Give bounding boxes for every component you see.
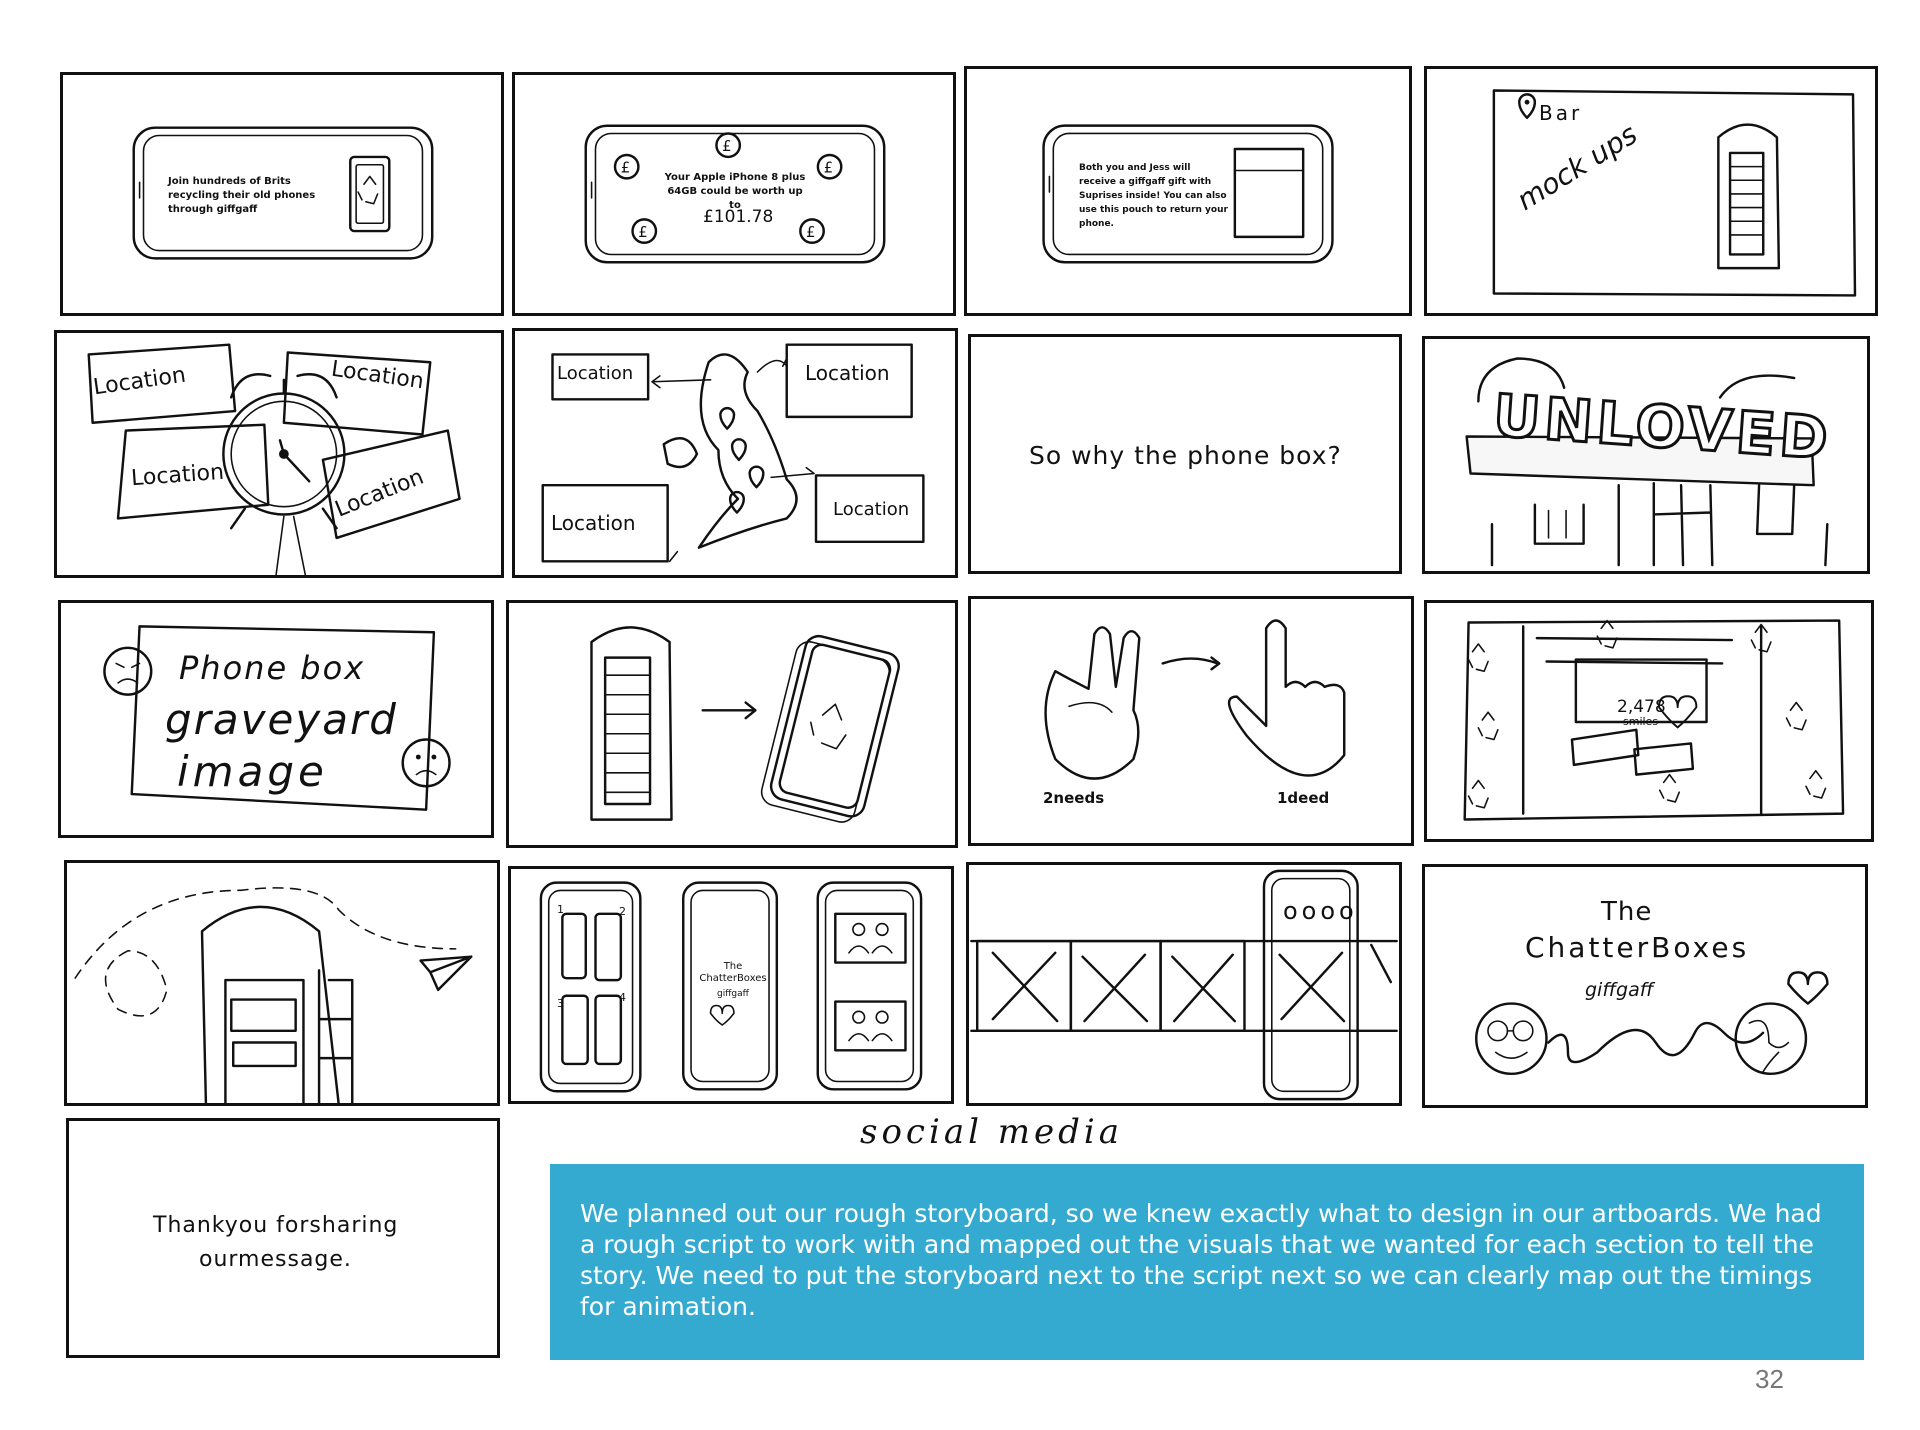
location-pin-icon [1518, 93, 1537, 120]
storyboard-frame-12: 2,478 smiles [1424, 600, 1874, 842]
sad-face-icon [401, 738, 451, 788]
location-pin-icon [748, 465, 765, 489]
storyboard-frame-2: £ £ £ £ £ Your Apple iPhone 8 plus 64GB … [512, 72, 956, 316]
storyboard-frame-11: 2needs 1deed [968, 596, 1414, 846]
frame-2-text: Your Apple iPhone 8 plus 64GB could be w… [664, 172, 806, 211]
frame-4-pin-label: Bar [1539, 101, 1583, 125]
frame-14-center-title: The ChatterBoxes [699, 961, 767, 984]
location-pin-icon [719, 406, 736, 430]
location-pin-icon [730, 438, 747, 462]
alarm-clock-sketch [222, 373, 346, 530]
iphone-sketch [682, 881, 779, 1091]
caption-text: We planned out our rough storyboard, so … [580, 1199, 1822, 1321]
frame-16-line-2: ChatterBoxes [1525, 931, 1750, 964]
frame-14-center-brand: giffgaff [717, 989, 749, 999]
frame-14-phone-number-1: 1 [557, 903, 564, 916]
social-media-label: social media [860, 1112, 1124, 1152]
iphone-sketch [539, 881, 642, 1093]
paper-plane-icon [419, 955, 473, 992]
uk-map-sketch [662, 353, 798, 549]
svg-text:£: £ [638, 224, 647, 241]
storyboard-frame-17: Thankyou forsharing ourmessage. [66, 1118, 500, 1358]
frame-3-text: Both you and Jess will receive a giffgaf… [1079, 163, 1228, 229]
storyboard-frame-1: Join hundreds of Brits recycling their o… [60, 72, 504, 316]
globe-icon [1734, 1002, 1808, 1076]
frame-9-line-1: Phone box [179, 649, 366, 687]
recycle-icon [1596, 619, 1618, 649]
storyboard-frame-16: The ChatterBoxes giffgaff [1422, 864, 1868, 1108]
recycle-icon [1467, 779, 1489, 809]
frame-17-text-line-2: ourmessage. [199, 1247, 352, 1272]
svg-text:£: £ [806, 224, 815, 241]
frame-15-dots: oooo [1283, 897, 1358, 925]
storyboard-frame-5: Location Location Location Location [54, 330, 504, 578]
storyboard-frame-8: UNLOVED [1422, 336, 1870, 574]
svg-text:£: £ [722, 138, 731, 155]
storyboard-frame-4: Bar mock ups [1424, 66, 1878, 316]
frame-14-phone-number-4: 4 [619, 991, 626, 1004]
heart-icon [1657, 695, 1698, 729]
frame-14-phone-number-2: 2 [619, 905, 626, 918]
storyboard-frame-6: Location Location Location Location [512, 328, 958, 578]
smiley-glasses-icon [1475, 1002, 1548, 1076]
iphone-sketch [1042, 124, 1334, 264]
recycle-icon [357, 175, 379, 205]
storyboard-frame-15: oooo [966, 862, 1402, 1106]
frame-1-text: Join hundreds of Brits recycling their o… [168, 176, 316, 215]
frame-6-label-2: Location [805, 361, 890, 385]
iphone-sketch [760, 634, 900, 823]
frame-11-left-caption: 2needs [1043, 789, 1105, 807]
frame-12-counter-unit: smiles [1623, 715, 1659, 728]
peace-hand-sketch [1044, 626, 1141, 780]
recycle-icon [1750, 623, 1772, 653]
frame-12-counter: 2,478 [1617, 697, 1666, 717]
recycle-icon [1477, 711, 1499, 741]
storyboard-frame-10 [506, 600, 958, 848]
storyboard-frame-13 [64, 860, 500, 1106]
frame-14-phone-number-3: 3 [557, 997, 564, 1010]
recycle-icon [1805, 769, 1827, 799]
pointing-hand-sketch [1227, 619, 1346, 777]
iphone-sketch: £ £ £ £ £ [584, 124, 886, 264]
recycle-icon [1467, 643, 1489, 673]
frame-7-text: So why the phone box? [1029, 441, 1342, 470]
location-pin-icon [728, 490, 746, 514]
frame-9-line-3: image [177, 747, 328, 796]
frame-9-line-2: graveyard [165, 695, 398, 744]
frame-11-right-caption: 1deed [1277, 789, 1330, 807]
frame-16-brand: giffgaff [1585, 979, 1654, 1001]
phone-box-sketch [1717, 123, 1781, 270]
crying-face-icon [103, 646, 153, 696]
frame-6-label-3: Location [551, 511, 636, 535]
frame-6-label-1: Location [557, 363, 634, 384]
frame-2-amount: £101.78 [703, 207, 774, 227]
caption-box: We planned out our rough storyboard, so … [550, 1164, 1864, 1360]
frame-17-text-line-1: Thankyou forsharing [153, 1213, 399, 1238]
iphone-sketch [132, 126, 434, 260]
storyboard-frame-3: Both you and Jess will receive a giffgaf… [964, 66, 1412, 316]
page-number: 32 [1755, 1364, 1784, 1394]
phone-box-sketch [590, 626, 673, 821]
svg-text:£: £ [824, 160, 833, 177]
storyboard-frame-7: So why the phone box? [968, 334, 1402, 574]
heart-icon [1787, 971, 1829, 1005]
recycle-icon [1785, 701, 1807, 731]
frame-16-line-1: The [1601, 897, 1653, 927]
svg-text:£: £ [621, 160, 630, 177]
storyboard-frame-9: Phone box graveyard image [58, 600, 494, 838]
heart-icon [709, 1004, 735, 1026]
frame-6-label-4: Location [833, 499, 910, 520]
iphone-sketch [816, 881, 923, 1091]
recycle-icon [1658, 773, 1681, 803]
recycle-icon [809, 703, 847, 750]
storyboard-frame-14: 1 2 3 4 The ChatterBoxes giffgaff [508, 866, 954, 1104]
